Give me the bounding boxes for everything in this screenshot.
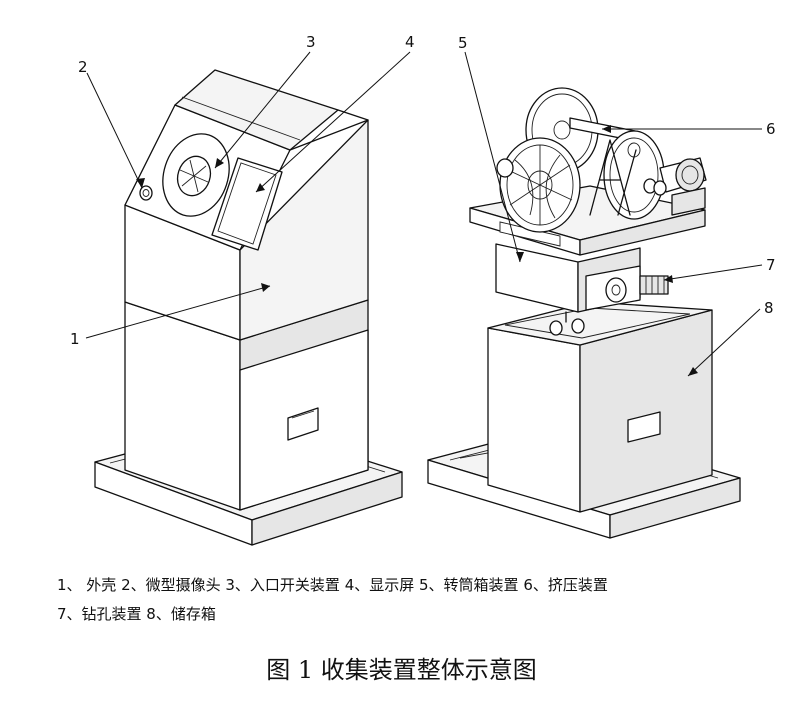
arrowheads bbox=[136, 125, 698, 376]
callout-1: 1 bbox=[70, 330, 80, 348]
callout-8: 8 bbox=[764, 299, 774, 317]
callout-7: 7 bbox=[766, 256, 776, 274]
callout-labels: 2 3 4 1 5 6 7 8 bbox=[70, 33, 776, 348]
legend-line-1: 1、 外壳 2、微型摄像头 3、入口开关装置 4、显示屏 5、转筒箱装置 6、挤… bbox=[57, 576, 608, 594]
legend-line-2: 7、钻孔装置 8、储存箱 bbox=[57, 605, 216, 623]
assembled-machine bbox=[94, 69, 403, 546]
leader-lines bbox=[85, 51, 763, 377]
callout-2: 2 bbox=[78, 58, 88, 76]
callout-3: 3 bbox=[306, 33, 316, 51]
callout-5: 5 bbox=[458, 34, 468, 52]
callout-4: 4 bbox=[405, 33, 415, 51]
callout-6: 6 bbox=[766, 120, 776, 138]
exploded-assembly bbox=[427, 87, 741, 539]
figure-caption: 图 1 收集装置整体示意图 bbox=[266, 656, 537, 684]
